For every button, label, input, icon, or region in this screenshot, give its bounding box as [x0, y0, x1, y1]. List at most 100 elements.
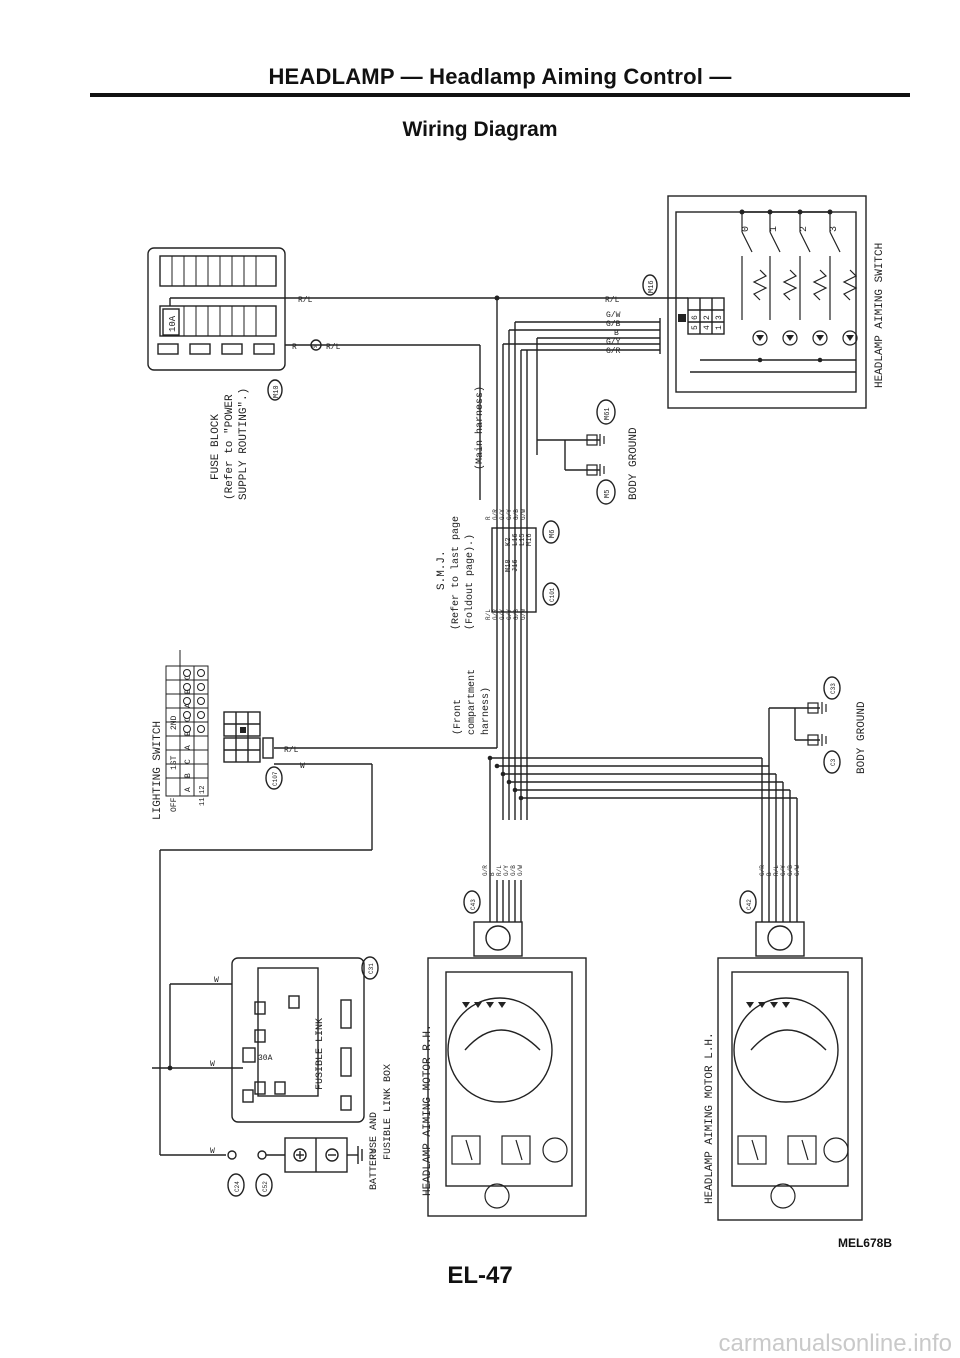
watermark: carmanualsonline.info: [718, 1330, 952, 1357]
smj-label: S.M.J.: [436, 550, 448, 590]
svg-text:M5: M5: [604, 490, 612, 498]
header-rule: [90, 93, 910, 97]
connector-m61: M61: [596, 399, 616, 425]
wire-label-gw: G/W: [606, 311, 621, 320]
svg-text:M6: M6: [549, 530, 557, 538]
svg-text:M10: M10: [273, 385, 281, 398]
wire-label-ea: EA: [311, 344, 317, 350]
switch-pos-0: 0: [741, 226, 752, 232]
wire-label-r: R: [292, 343, 297, 352]
svg-text:1ST: 1ST: [170, 755, 179, 770]
connector-c31: C31: [361, 956, 379, 980]
fuse-10a-label: 10A: [168, 315, 178, 332]
connector-c24: C24: [227, 1173, 245, 1197]
front-harness-label-2: compartment: [467, 669, 478, 735]
svg-text:G/R: G/R: [492, 509, 499, 520]
svg-text:G/W: G/W: [520, 609, 527, 620]
svg-text:12: 12: [199, 786, 207, 794]
front-harness-label-3: harness): [480, 687, 492, 735]
svg-text:G/Y: G/Y: [780, 865, 787, 876]
headlamp-aiming-switch: 0 1 2 3 5 4 1 6 2 3: [667, 195, 867, 409]
svg-text:G/B: G/B: [513, 609, 520, 620]
svg-text:M16: M16: [526, 533, 534, 546]
motor-lh-label: HEADLAMP AIMING MOTOR L.H.: [704, 1032, 716, 1204]
svg-text:M18: M18: [505, 559, 513, 572]
fuse-block: 10A: [147, 247, 290, 371]
svg-text:A: A: [184, 745, 193, 750]
wire-label-gy: G/Y: [606, 338, 621, 347]
motor-lh: G/R B R/L G/Y G/B G/W: [717, 865, 863, 1221]
svg-text:G/R: G/R: [492, 609, 499, 620]
wire-label-w-3: W: [210, 1060, 215, 1069]
switch-pin-6: 6: [691, 315, 700, 320]
wire-label-w-2: W: [214, 976, 219, 985]
connector-c101: C101: [542, 582, 560, 606]
svg-text:J16: J16: [512, 559, 520, 572]
connector-c52: C52: [255, 1173, 273, 1197]
svg-text:G/Y: G/Y: [499, 509, 506, 520]
fuse-10a-symbol: [162, 308, 180, 336]
svg-text:C24: C24: [234, 1181, 241, 1192]
motor-rh-label: HEADLAMP AIMING MOTOR R.H.: [422, 1024, 434, 1196]
front-harness-label: (Front: [452, 699, 464, 735]
svg-text:2ND: 2ND: [170, 715, 179, 730]
svg-text:B: B: [184, 689, 193, 694]
switch-pin-1: 1: [715, 325, 724, 330]
svg-text:G/Y: G/Y: [503, 865, 510, 876]
svg-text:C: C: [184, 675, 193, 680]
svg-text:A: A: [184, 787, 193, 792]
svg-text:11: 11: [199, 798, 207, 806]
fuse-fusible-link-box: 30A: [231, 957, 365, 1123]
svg-text:R/L: R/L: [496, 865, 503, 876]
page-number: EL-47: [447, 1262, 513, 1289]
svg-text:C33: C33: [830, 683, 837, 694]
svg-text:G/Y: G/Y: [499, 609, 506, 620]
headlamp-aiming-switch-label: HEADLAMP AIMING SWITCH: [874, 243, 886, 388]
svg-text:G/W: G/W: [517, 865, 524, 876]
svg-text:B: B: [489, 872, 496, 876]
svg-text:C: C: [184, 717, 193, 722]
svg-text:M16: M16: [648, 280, 656, 293]
page-header: HEADLAMP — Headlamp Aiming Control —: [90, 60, 910, 100]
svg-text:C31: C31: [368, 963, 375, 974]
switch-pos-2: 2: [799, 226, 810, 232]
wire-label-rl-4: R/L: [284, 746, 299, 755]
svg-text:G/B: G/B: [510, 865, 517, 876]
connector-c33: C33: [823, 676, 841, 700]
lighting-switch-label: LIGHTING SWITCH: [152, 721, 164, 820]
wire-label-gb: G/B: [606, 320, 621, 329]
svg-text:C: C: [184, 759, 193, 764]
smj-connector: K2 L16 L15 M16 M18 J16 R/L G/R G/Y G/Y G…: [485, 509, 537, 620]
svg-text:G/Y: G/Y: [506, 609, 513, 620]
svg-text:C101: C101: [549, 587, 556, 602]
fuse-fusible-box-label: FUSE AND: [369, 1112, 380, 1160]
switch-pin-5: 5: [691, 325, 700, 330]
svg-text:C3: C3: [830, 758, 837, 766]
wire-label-b: B: [614, 329, 619, 338]
connector-m16: M16: [642, 274, 658, 296]
svg-text:R/L: R/L: [773, 865, 780, 876]
svg-text:C107: C107: [272, 771, 279, 786]
connector-c3: C3: [823, 750, 841, 774]
fuse-block-ref: (Refer to "POWER: [224, 394, 236, 500]
smj-ref: (Refer to last page: [450, 516, 462, 630]
motor-rh: G/R B R/L G/Y G/B G/W: [427, 865, 587, 1217]
lighting-switch: LIGHTING SWITCH OFF 1ST 2ND A B C A B C …: [152, 650, 274, 820]
switch-pos-1: 1: [769, 226, 780, 232]
svg-text:R: R: [485, 516, 492, 520]
wire-label-rl-2: R/L: [605, 296, 620, 305]
diagram-subtitle: Wiring Diagram: [402, 118, 558, 141]
smj-ref2: (Foldout page).): [464, 534, 476, 630]
svg-text:K2: K2: [505, 538, 513, 546]
svg-text:G/B: G/B: [787, 865, 794, 876]
diagram-code: MEL678B: [837, 1236, 892, 1250]
svg-text:G/R: G/R: [759, 865, 766, 876]
connector-c42: C42: [739, 890, 757, 914]
connector-m5: M5: [596, 479, 616, 505]
svg-text:C52: C52: [262, 1181, 269, 1192]
body-ground-label-2: BODY GROUND: [856, 701, 868, 774]
svg-text:B: B: [184, 731, 193, 736]
fuse-30a-label: 30A: [258, 1054, 273, 1063]
svg-text:A: A: [184, 703, 193, 708]
